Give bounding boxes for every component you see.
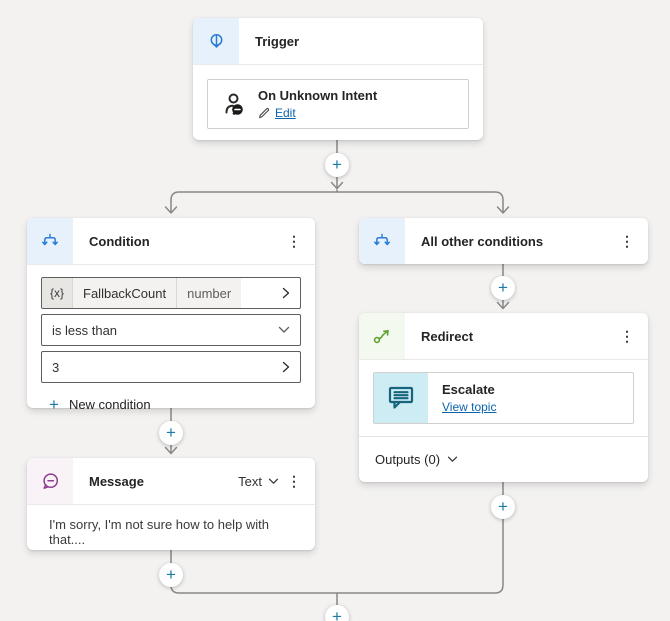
all-other-conditions-header[interactable]: All other conditions ⋮ (359, 218, 648, 264)
unknown-intent-card[interactable]: On Unknown Intent Edit (207, 79, 469, 129)
condition-value-field[interactable]: 3 (41, 351, 301, 383)
all-other-conditions-title: All other conditions (421, 233, 544, 249)
condition-value: 3 (52, 359, 60, 375)
all-other-conditions-menu-button[interactable]: ⋮ (612, 234, 648, 248)
trigger-title: Trigger (255, 33, 300, 49)
condition-node: Condition ⋮ {x} FallbackCount number is … (27, 218, 315, 413)
new-condition-button[interactable]: + New condition (49, 396, 151, 413)
chevron-down-icon (278, 326, 290, 334)
branch-split-icon (27, 218, 73, 264)
message-title: Message (89, 473, 144, 489)
condition-operator-select[interactable]: is less than (41, 314, 301, 346)
message-menu-button[interactable]: ⋮ (279, 474, 315, 488)
unknown-intent-name: On Unknown Intent (258, 88, 378, 103)
message-mode-label: Text (238, 473, 262, 489)
variable-name: FallbackCount (73, 278, 177, 308)
branch-split-icon (359, 218, 405, 264)
plus-icon: + (49, 395, 59, 414)
redirect-node-header[interactable]: Redirect ⋮ (359, 313, 648, 360)
message-node-header[interactable]: Message Text ⋮ (27, 458, 315, 505)
condition-node-header[interactable]: Condition ⋮ (27, 218, 315, 265)
message-mode-select[interactable]: Text (238, 474, 279, 489)
edit-link[interactable]: Edit (275, 106, 296, 120)
redirect-title: Redirect (421, 328, 474, 344)
person-chat-badge-icon (220, 91, 246, 117)
chevron-right-icon (282, 287, 290, 299)
insert-node-button-before-message[interactable]: + (159, 421, 183, 445)
operator-value: is less than (52, 322, 118, 338)
trigger-node: Trigger On Unknown Intent (193, 18, 483, 140)
chat-lines-icon (374, 373, 428, 423)
view-topic-link[interactable]: View topic (442, 400, 497, 414)
outputs-toggle[interactable]: Outputs (0) (359, 436, 648, 482)
all-other-conditions-node: All other conditions ⋮ (359, 218, 648, 264)
chevron-down-icon (447, 456, 458, 463)
trigger-node-header[interactable]: Trigger (193, 18, 483, 65)
message-text[interactable]: I'm sorry, I'm not sure how to help with… (49, 517, 270, 547)
escalate-topic-card[interactable]: Escalate View topic (373, 372, 634, 424)
trigger-icon (193, 18, 239, 64)
go-to-topic-arrow-icon (359, 313, 405, 359)
insert-node-button-after-redirect[interactable]: + (491, 495, 515, 519)
chevron-right-icon (282, 361, 290, 373)
insert-node-button-after-message[interactable]: + (159, 563, 183, 587)
pencil-icon (258, 107, 270, 119)
insert-node-button-after-merge[interactable]: + (325, 605, 349, 621)
redirect-menu-button[interactable]: ⋮ (612, 329, 648, 343)
escalate-topic-name: Escalate (442, 382, 495, 397)
chat-bubble-dash-icon (27, 458, 73, 504)
message-node: Message Text ⋮ I'm sorry, I'm not sure h… (27, 458, 315, 550)
chevron-down-icon (268, 478, 279, 485)
outputs-label: Outputs (0) (375, 452, 441, 467)
new-condition-label: New condition (68, 397, 151, 412)
condition-variable-field[interactable]: {x} FallbackCount number (41, 277, 301, 309)
redirect-node: Redirect ⋮ Escalate View topic (359, 313, 648, 482)
insert-node-button-before-redirect[interactable]: + (491, 276, 515, 300)
variable-prefix-chip: {x} (42, 278, 74, 308)
condition-title: Condition (89, 233, 150, 249)
condition-menu-button[interactable]: ⋮ (279, 234, 315, 248)
insert-node-button-after-trigger[interactable]: + (325, 153, 349, 177)
variable-type: number (176, 278, 242, 308)
